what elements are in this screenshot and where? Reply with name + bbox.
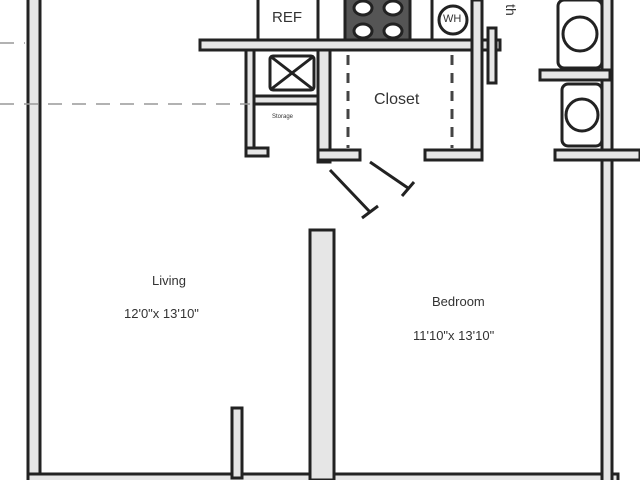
storage-bottom: [244, 146, 270, 158]
burner: [352, 22, 374, 40]
door-swing-left: [328, 168, 372, 214]
refrigerator: [256, 0, 320, 42]
water-heater-circle: [437, 4, 469, 36]
bath-right: [486, 26, 498, 85]
center-partition: [308, 228, 336, 480]
storage-shelf-divider: [252, 94, 320, 106]
wall-stub: [230, 406, 244, 480]
wh-label: WH: [443, 13, 462, 25]
living-label: Living: [152, 273, 186, 288]
closet-label: Closet: [374, 91, 420, 108]
bath-label-partial: th: [502, 4, 519, 16]
burner: [382, 22, 404, 40]
burner: [352, 0, 374, 17]
bath-fixture-bowl: [564, 97, 600, 133]
closet-bottom-left: [316, 148, 362, 162]
bath-fixture-bowl: [561, 15, 599, 53]
door-swing-right: [369, 160, 409, 190]
bath-wall-top: [538, 68, 612, 82]
living-size: 12'0"x 13'10": [124, 306, 199, 321]
bath-wall-bottom: [553, 148, 640, 162]
storage-label: Storage: [272, 114, 294, 120]
left-outer-wall: [26, 0, 42, 480]
bedroom-label: Bedroom: [432, 294, 485, 309]
bedroom-size: 11'10"x 13'10": [413, 328, 495, 343]
right-outer-wall: [600, 0, 614, 480]
ref-label: REF: [272, 9, 302, 26]
closet-left-wall: [316, 48, 332, 164]
burner: [382, 0, 404, 17]
closet-bottom-right: [423, 148, 484, 162]
